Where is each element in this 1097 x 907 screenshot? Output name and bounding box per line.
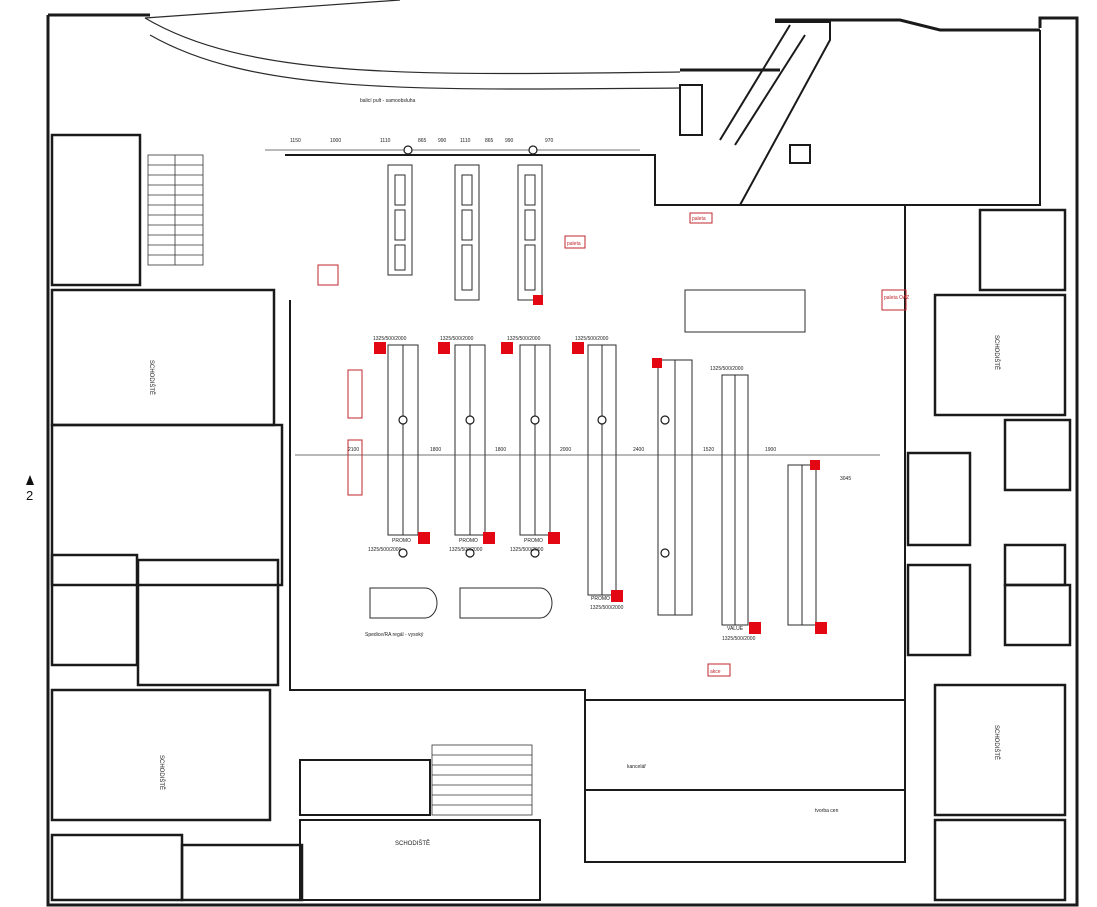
rack-dim-7: 1325/500/2000 (510, 547, 544, 553)
compass: 2 (26, 475, 34, 503)
red-notes (317, 212, 907, 677)
promo-labels: PROMO PROMO PROMO PROMO VALUE (392, 538, 744, 632)
promo-1: PROMO (392, 538, 411, 544)
police-note: Spedice/RA regál - vysoký (365, 632, 424, 638)
schodiste-left-1: SCHODIŠTĚ (148, 360, 156, 395)
dim-m-3: 1800 (495, 447, 506, 453)
red-note-texts: paleta akce paleta OAZ paleta (567, 216, 909, 675)
schodiste-left-2: SCHODIŠTĚ (158, 755, 166, 790)
value-label: VALUE (727, 626, 744, 632)
dim-m-2: 1800 (430, 447, 441, 453)
gondolas-top (387, 164, 543, 301)
mid-dim-row: 2100 1800 1800 2000 2400 1520 1900 3045 (348, 447, 851, 482)
dim-t-9: 970 (545, 138, 554, 144)
dim-t-2: 1000 (330, 138, 341, 144)
akce-label: akce (710, 669, 721, 675)
dim-t-3: 1110 (380, 138, 391, 144)
dim-m-7: 1900 (765, 447, 776, 453)
rack-dim-9: 1325/500/2000 (710, 366, 744, 372)
dim-m-8: 3045 (840, 476, 851, 482)
schodiste-bottom: SCHODIŠTĚ (395, 839, 430, 847)
red-markers (374, 295, 827, 634)
aisle-dims (265, 149, 880, 456)
dim-t-6: 1110 (460, 138, 471, 144)
promo-3: PROMO (524, 538, 543, 544)
right-rooms (906, 208, 1072, 902)
rack-dim-10: 1325/500/2000 (722, 636, 756, 642)
dim-m-5: 2400 (633, 447, 644, 453)
dim-t-4: 865 (418, 138, 427, 144)
paleta-1: paleta (567, 241, 581, 247)
column-markers (398, 145, 670, 558)
rack-dim-3: 1325/500/2000 (507, 336, 541, 342)
stairs-left (147, 154, 204, 266)
rack-dim-2: 1325/500/2000 (440, 336, 474, 342)
schodiste-right-1: SCHODIŠTĚ (993, 335, 1001, 370)
promo-4: PROMO (591, 596, 610, 602)
dim-m-4: 2000 (560, 447, 571, 453)
north-number: 2 (26, 488, 33, 503)
top-dim-row: 1150 1000 1110 865 990 1110 865 990 970 (290, 138, 554, 144)
tvorba-cen-label: tvorba cen (815, 808, 839, 814)
promo-2: PROMO (459, 538, 478, 544)
kancelar-label: kancelář (627, 764, 646, 770)
rack-dims: 1325/500/2000 1325/500/2000 1325/500/200… (368, 336, 756, 642)
dim-t-8: 990 (505, 138, 514, 144)
rack-dim-4: 1325/500/2000 (575, 336, 609, 342)
left-rooms (50, 133, 304, 902)
dim-t-1: 1150 (290, 138, 301, 144)
dim-m-1: 2100 (348, 447, 359, 453)
paleta-oaz: paleta OAZ (884, 295, 909, 301)
sales-area (285, 154, 906, 901)
room-labels: SCHODIŠTĚ SCHODIŠTĚ SCHODIŠTĚ SCHODIŠTĚ … (148, 98, 1001, 847)
warehouse-right (679, 21, 1041, 206)
balici-pult: balicí pult - samoobsluha (360, 98, 416, 104)
dim-t-5: 990 (438, 138, 447, 144)
rack-dim-8: 1325/500/2000 (590, 605, 624, 611)
paleta-2: paleta (692, 216, 706, 222)
dim-t-7: 865 (485, 138, 494, 144)
stairs-bottom (431, 744, 533, 816)
promo-tables (369, 289, 806, 619)
rack-dim-1: 1325/500/2000 (373, 336, 407, 342)
outer-walls (46, 13, 1079, 907)
schodiste-right-2: SCHODIŠTĚ (993, 725, 1001, 760)
rack-dim-5: 1325/500/2000 (368, 547, 402, 553)
dim-m-6: 1520 (703, 447, 714, 453)
gondolas-main (387, 344, 817, 626)
arc-wall (144, 0, 681, 90)
rack-dim-6: 1325/500/2000 (449, 547, 483, 553)
